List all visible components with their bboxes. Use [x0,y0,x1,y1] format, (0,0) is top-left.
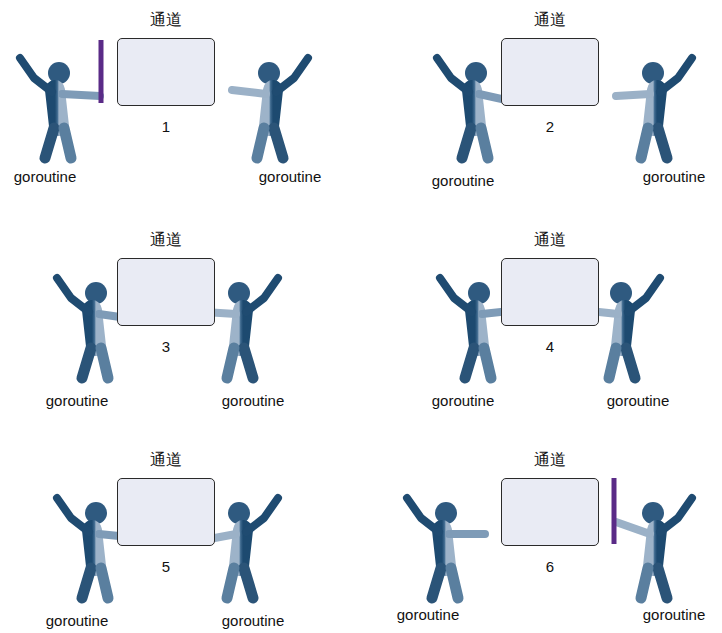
goroutine-label: goroutine [46,612,109,629]
goroutine-figure [204,278,278,378]
goroutine-label: goroutine [222,612,285,629]
channel-box: 通道4 [501,258,599,326]
step-number: 5 [98,558,234,575]
channel-title: 通道 [98,10,234,31]
goroutine-label: goroutine [397,606,460,623]
goroutine-label: goroutine [222,392,285,409]
goroutine-label: goroutine [432,392,495,409]
channel-box: 通道6 [501,478,599,546]
goroutine-figure [437,58,511,158]
goroutine-figure [407,498,485,598]
channel-box: 通道5 [117,478,215,546]
rod [612,478,617,544]
goroutine-label: goroutine [432,172,495,189]
channel-box: 通道2 [501,38,599,106]
rod [99,40,104,103]
goroutine-label: goroutine [14,168,77,185]
channel-title: 通道 [482,450,618,471]
goroutine-figure [616,58,692,158]
step-number: 3 [98,338,234,355]
goroutine-label: goroutine [46,392,109,409]
channel-title: 通道 [98,230,234,251]
step-number: 2 [482,118,618,135]
channel-box: 通道1 [117,38,215,106]
channel-title: 通道 [98,450,234,471]
channel-title: 通道 [482,10,618,31]
step-number: 4 [482,338,618,355]
goroutine-label: goroutine [643,168,706,185]
channel-box: 通道3 [117,258,215,326]
goroutine-figure [232,58,308,158]
step-number: 6 [482,558,618,575]
step-number: 1 [98,118,234,135]
goroutine-label: goroutine [607,392,670,409]
goroutine-label: goroutine [259,168,322,185]
goroutine-label: goroutine [643,606,706,623]
channel-title: 通道 [482,230,618,251]
goroutine-figure [204,498,278,598]
goroutine-figure [616,498,692,598]
goroutine-figure [20,58,100,158]
